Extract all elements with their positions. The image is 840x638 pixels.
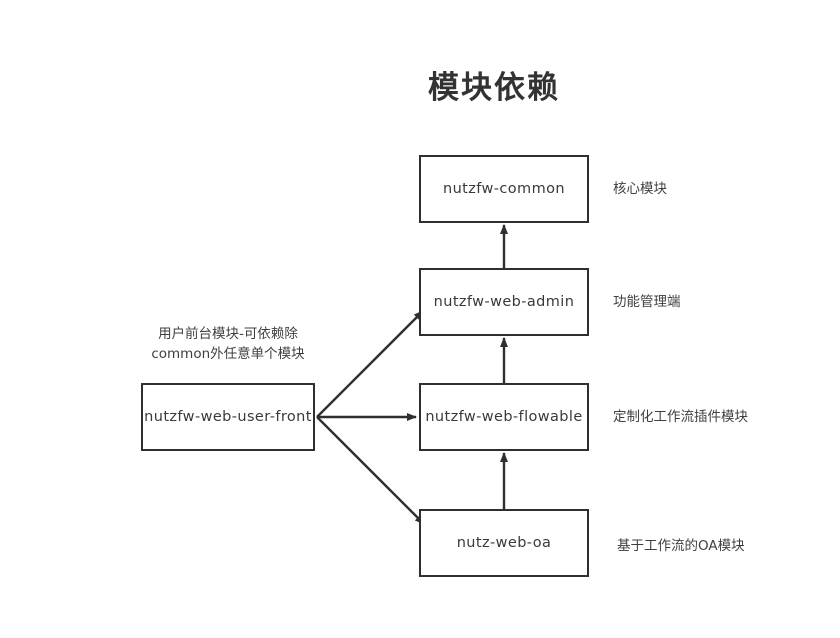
annotation-line-2: common外任意单个模块 (151, 345, 305, 362)
node-label-nutzfw-web-admin: nutzfw-web-admin (433, 294, 575, 310)
side-note-admin: 功能管理端 (613, 294, 681, 310)
node-nutzfw-web-user-front[interactable]: nutzfw-web-user-front (141, 383, 315, 451)
node-label-nutzfw-common: nutzfw-common (443, 181, 565, 197)
node-nutz-web-oa[interactable]: nutz-web-oa (419, 509, 589, 577)
node-label-nutz-web-oa: nutz-web-oa (456, 535, 552, 551)
annotation-user-front: 用户前台模块-可依赖除 common外任意单个模块 (118, 325, 338, 364)
node-label-nutzfw-web-user-front: nutzfw-web-user-front (144, 409, 312, 425)
side-note-common: 核心模块 (613, 181, 667, 197)
node-nutzfw-web-admin[interactable]: nutzfw-web-admin (419, 268, 589, 336)
annotation-line-1: 用户前台模块-可依赖除 (158, 326, 298, 342)
node-nutzfw-common[interactable]: nutzfw-common (419, 155, 589, 223)
side-note-flowable: 定制化工作流插件模块 (613, 409, 748, 425)
node-label-nutzfw-web-flowable: nutzfw-web-flowable (425, 409, 583, 425)
side-note-oa: 基于工作流的OA模块 (617, 538, 745, 554)
node-nutzfw-web-flowable[interactable]: nutzfw-web-flowable (419, 383, 589, 451)
page-title: 模块依赖 (428, 70, 560, 106)
edge-userfront-to-oa (316, 416, 425, 525)
